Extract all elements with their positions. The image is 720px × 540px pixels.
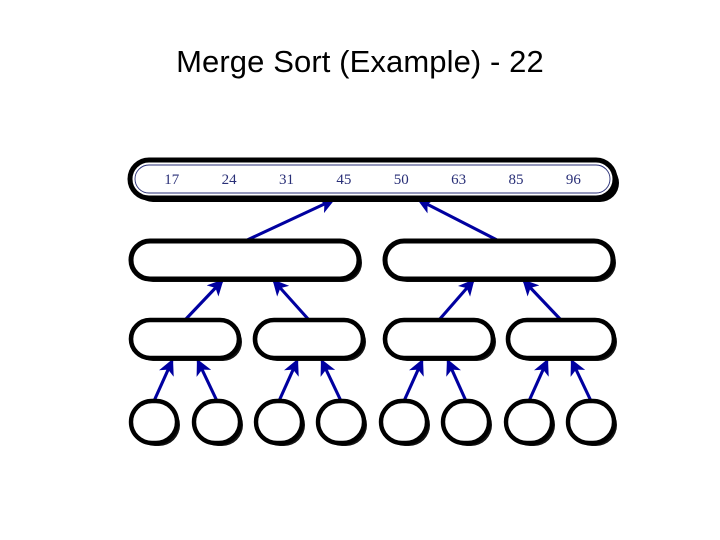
array-value: 24 bbox=[222, 172, 238, 188]
half-arrays-group bbox=[128, 238, 616, 282]
quarter-arrays-group bbox=[128, 317, 617, 361]
quarter-array-box[interactable] bbox=[252, 317, 366, 361]
merge-direction-arrows bbox=[152, 198, 593, 402]
leaf-node[interactable] bbox=[503, 398, 555, 446]
leaf-node[interactable] bbox=[378, 398, 430, 446]
array-value: 63 bbox=[451, 172, 466, 188]
merge-arrow bbox=[416, 198, 500, 243]
page-title: Merge Sort (Example) - 22 bbox=[176, 44, 544, 79]
leaf-node[interactable] bbox=[253, 398, 305, 446]
merge-arrow bbox=[152, 358, 174, 402]
leaf-node[interactable] bbox=[440, 398, 492, 446]
leaf-node[interactable] bbox=[128, 398, 180, 446]
merge-arrow bbox=[446, 358, 468, 402]
array-value: 96 bbox=[566, 172, 582, 188]
merge-arrow bbox=[437, 279, 475, 322]
merge-arrow bbox=[320, 358, 343, 402]
merge-arrow bbox=[277, 358, 299, 402]
quarter-array-box[interactable] bbox=[128, 317, 242, 361]
merge-arrow bbox=[527, 358, 549, 402]
array-bar-root[interactable] bbox=[127, 157, 619, 202]
merge-arrow bbox=[244, 198, 336, 243]
array-value: 31 bbox=[279, 172, 294, 188]
merge-arrow bbox=[522, 279, 563, 322]
merge-arrow bbox=[272, 279, 311, 322]
leaf-node[interactable] bbox=[565, 398, 617, 446]
quarter-array-box[interactable] bbox=[382, 317, 496, 361]
array-value: 17 bbox=[164, 172, 180, 188]
merge-arrow bbox=[570, 358, 593, 402]
sorted-merged-array-group: 17 24 31 45 50 63 85 96 bbox=[127, 157, 619, 202]
merge-arrow bbox=[402, 358, 424, 402]
leaf-node[interactable] bbox=[315, 398, 367, 446]
array-value: 50 bbox=[394, 172, 409, 188]
leaf-node[interactable] bbox=[191, 398, 243, 446]
merge-arrow bbox=[183, 279, 224, 322]
merge-arrow bbox=[196, 358, 219, 402]
array-value: 45 bbox=[336, 172, 351, 188]
single-element-nodes-group bbox=[128, 398, 617, 446]
array-value: 85 bbox=[508, 172, 523, 188]
half-array-box[interactable] bbox=[382, 238, 616, 282]
half-array-box[interactable] bbox=[128, 238, 362, 282]
quarter-array-box[interactable] bbox=[505, 317, 617, 361]
